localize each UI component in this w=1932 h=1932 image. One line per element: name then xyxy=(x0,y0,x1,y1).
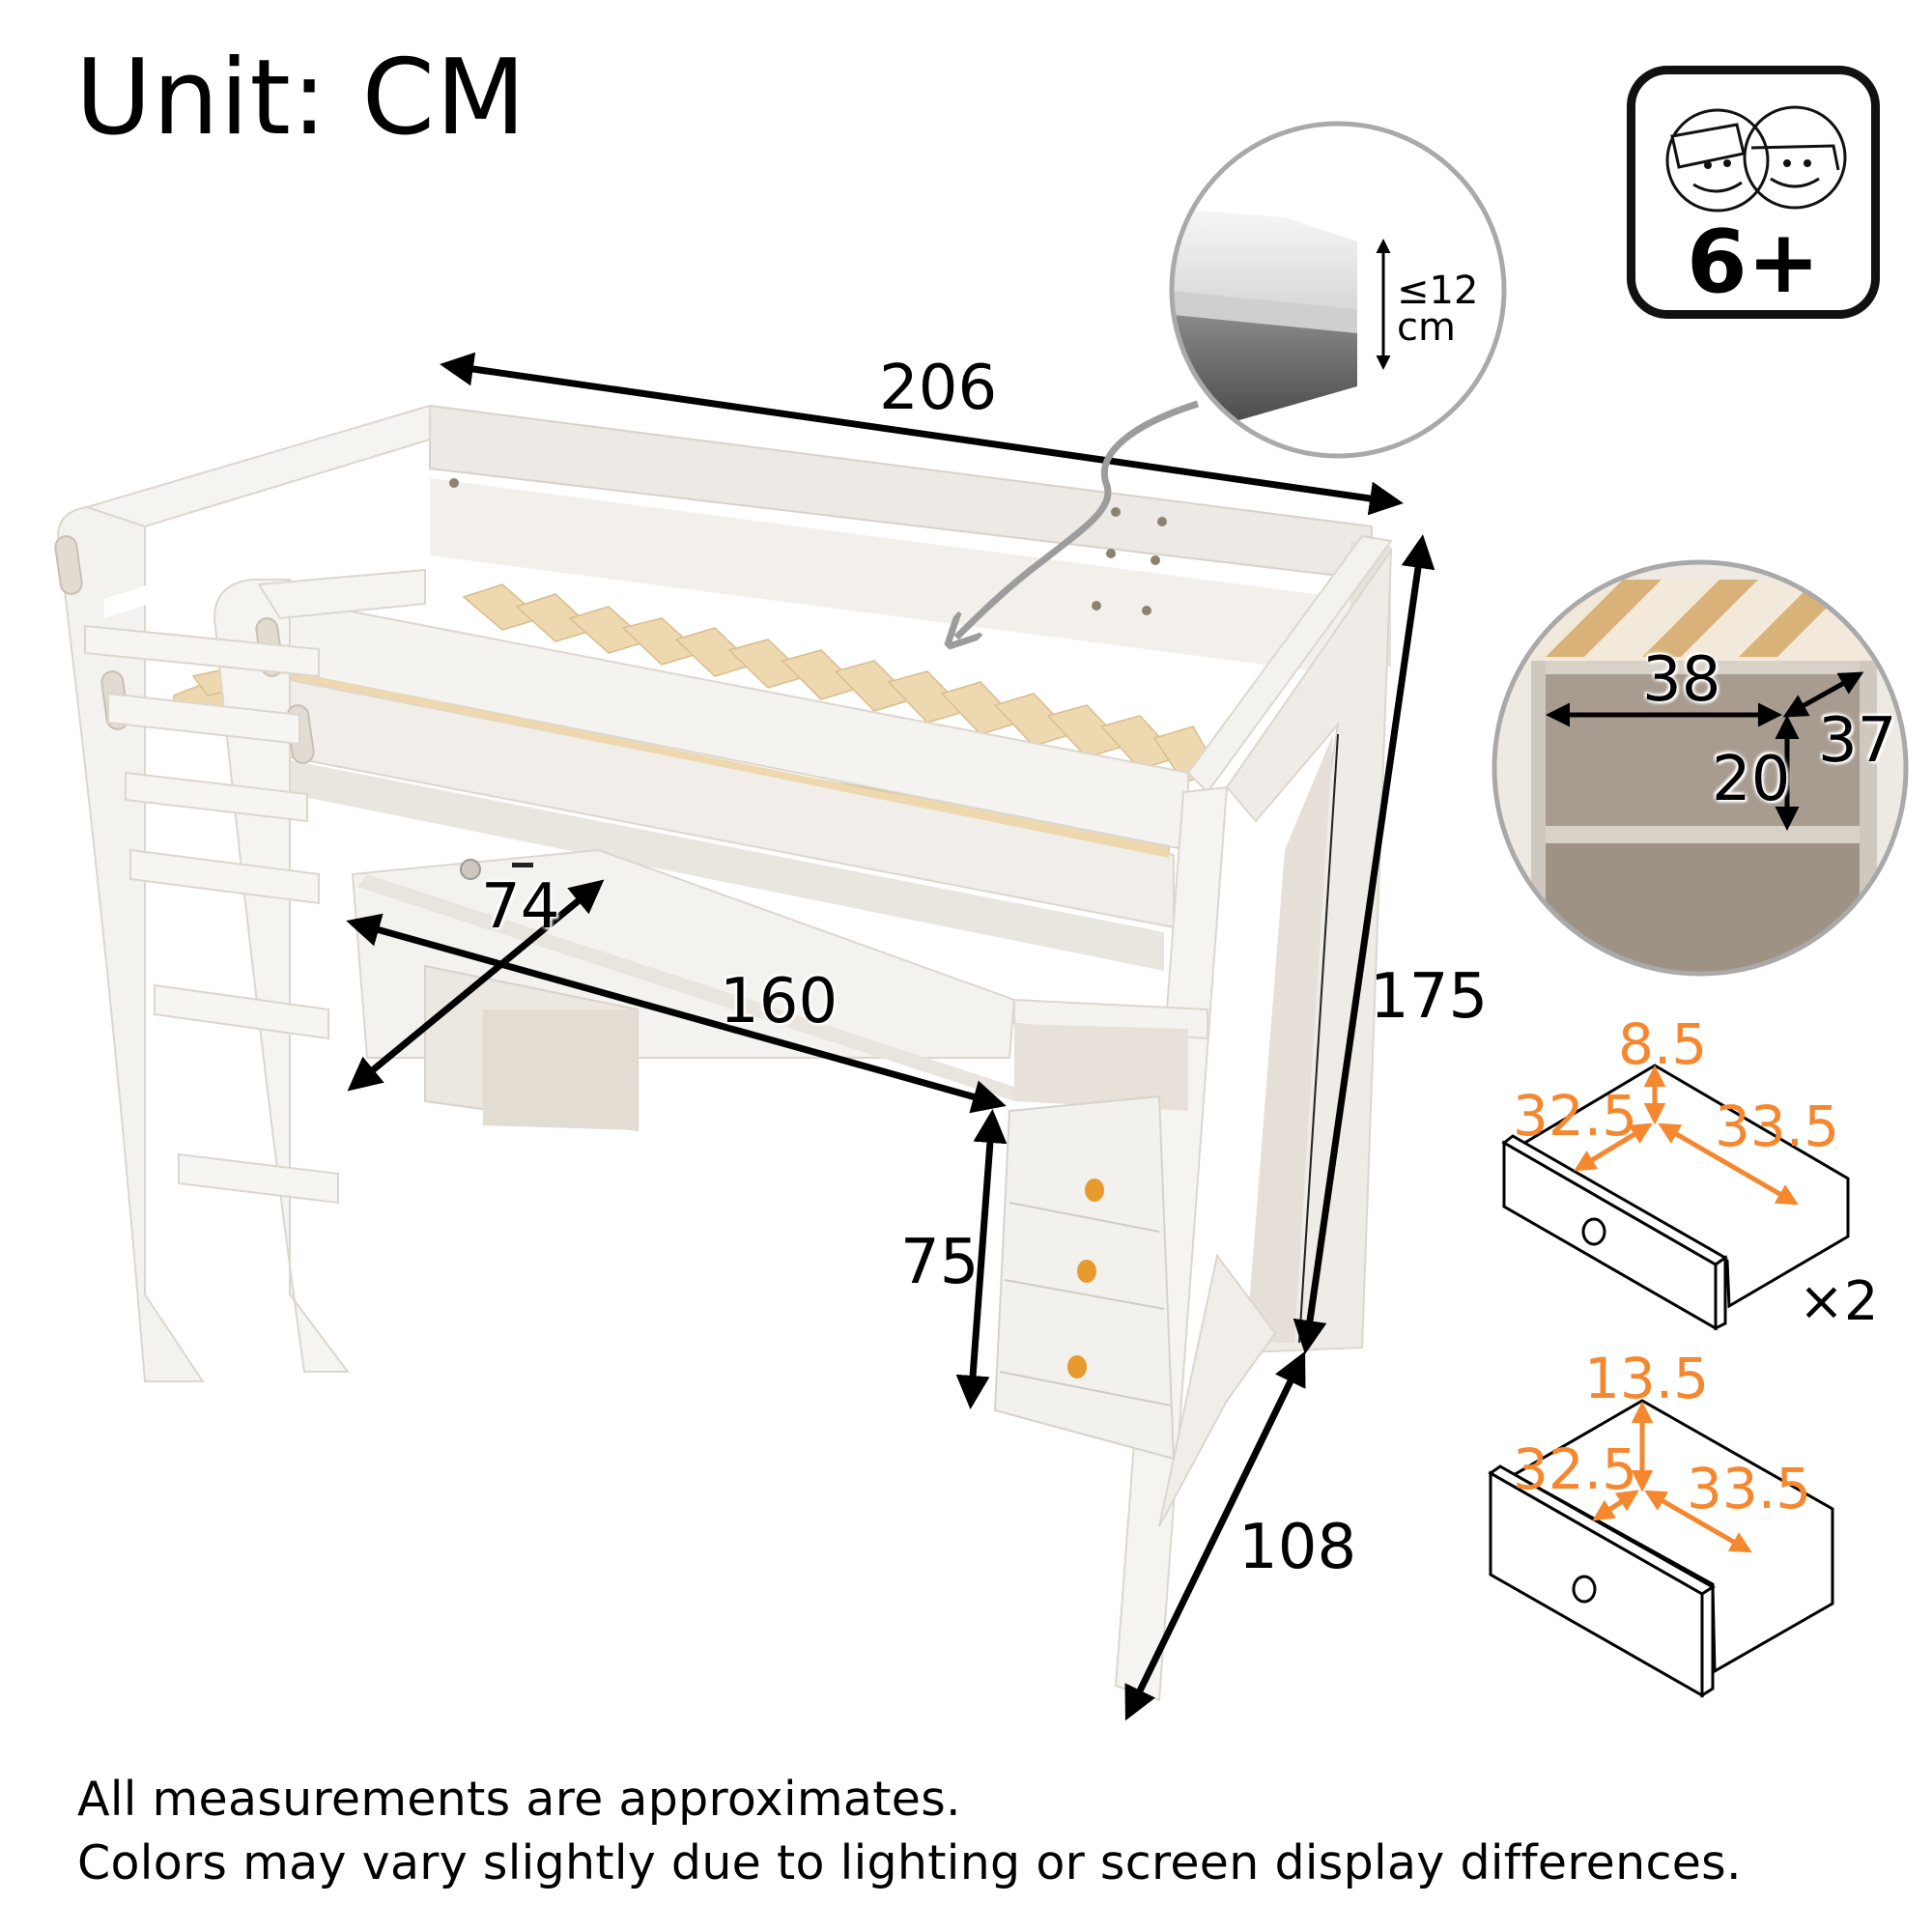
bed-width-label: 108 xyxy=(1238,1512,1357,1583)
shelf-height-label: 20 xyxy=(1712,744,1791,815)
large-drawer-diagram xyxy=(1488,1399,1834,1698)
large-drawer-height-label: 13.5 xyxy=(1584,1346,1710,1411)
small-drawer-height-label: 8.5 xyxy=(1618,1011,1708,1077)
drawer-knob xyxy=(1077,1260,1096,1283)
drawer-knob xyxy=(1067,1355,1087,1378)
loft-bed-illustration xyxy=(54,404,1393,1702)
drawer-knob xyxy=(1085,1179,1104,1202)
disclaimer-measurements: All measurements are approximates. xyxy=(77,1772,961,1827)
small-drawer-quantity: ×2 xyxy=(1799,1270,1879,1333)
ladder-steps xyxy=(84,624,339,1205)
shelf-depth-label: 37 xyxy=(1818,705,1897,777)
small-drawer-width-label: 32.5 xyxy=(1513,1083,1638,1149)
bed-length-label: 206 xyxy=(879,353,998,424)
desk-length-label: 160 xyxy=(720,966,838,1037)
large-drawer-depth-label: 33.5 xyxy=(1687,1456,1812,1521)
shelf-inset xyxy=(1492,559,1909,977)
mattress-thickness-unit: cm xyxy=(1397,305,1456,350)
desk-height-label: 75 xyxy=(900,1227,980,1298)
mattress-max-thickness: ≤12 cm xyxy=(1397,269,1479,350)
age-rating-badge: 6+ xyxy=(1627,66,1880,319)
disclaimer-colors: Colors may vary slightly due to lighting… xyxy=(77,1835,1742,1890)
small-drawer-depth-label: 33.5 xyxy=(1715,1094,1840,1159)
desk-depth-label: 74 xyxy=(481,871,560,943)
unit-title: Unit: CM xyxy=(75,38,527,158)
two-kids-faces-icon xyxy=(1665,105,1847,213)
mattress-pointer xyxy=(956,400,1200,638)
large-drawer-width-label: 32.5 xyxy=(1513,1436,1638,1502)
age-label: 6+ xyxy=(1686,212,1821,313)
mattress-thickness-value: ≤12 xyxy=(1397,269,1479,313)
mattress-inset xyxy=(1169,121,1507,459)
bed-height-label: 175 xyxy=(1370,961,1489,1033)
small-drawer-diagram xyxy=(1501,1064,1850,1331)
shelf-width-label: 38 xyxy=(1642,644,1721,716)
dimension-arrows xyxy=(346,352,1435,1721)
drawer-cabinet xyxy=(993,1094,1176,1461)
